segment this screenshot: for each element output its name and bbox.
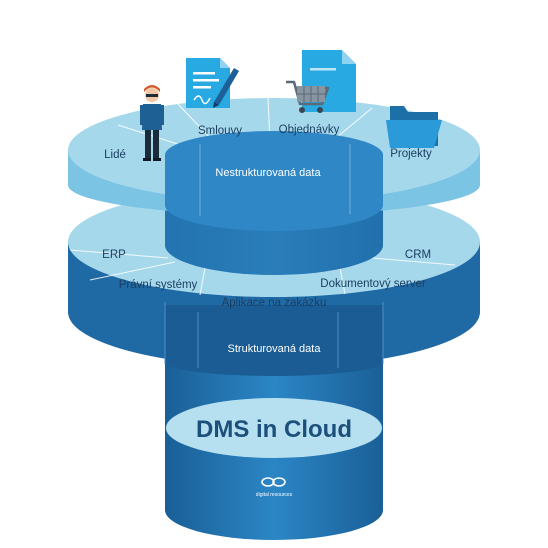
upper-segment-label: Smlouvy — [198, 125, 242, 137]
upper-segment-label: Projekty — [390, 148, 432, 160]
upper-segment-label: Lidé — [104, 149, 126, 161]
shopping-cart-icon — [286, 80, 330, 113]
folder-icon — [386, 106, 442, 148]
upper-segment-label: Objednávky — [279, 124, 340, 136]
lower-segment-label: ERP — [102, 249, 126, 261]
base-title: DMS in Cloud — [196, 416, 352, 443]
lower-disc-front-band — [165, 305, 383, 376]
contract-document-icon — [186, 58, 239, 108]
lower-segment-label: CRM — [405, 249, 431, 261]
person-icon — [140, 85, 164, 161]
lower-segment-label: Aplikace na zakázku — [222, 297, 327, 309]
upper-disc: Nestrukturovaná data Lidé Smlouvy Objedn… — [68, 97, 480, 231]
digital-resources-logo: digital resources — [256, 477, 293, 498]
base-cylinder-cap — [166, 398, 382, 458]
logo-text: digital resources — [256, 492, 293, 498]
unstructured-data-label: Nestrukturovaná data — [215, 167, 321, 179]
lower-segment-label: Právní systémy — [119, 279, 198, 291]
lower-segment-label: Dokumentový server — [320, 278, 426, 290]
base-cylinder: DMS in Cloud digital resources — [165, 360, 383, 540]
unstructured-core-top — [165, 131, 383, 179]
order-document-icon — [302, 50, 356, 112]
structured-data-label: Strukturovaná data — [228, 343, 322, 355]
